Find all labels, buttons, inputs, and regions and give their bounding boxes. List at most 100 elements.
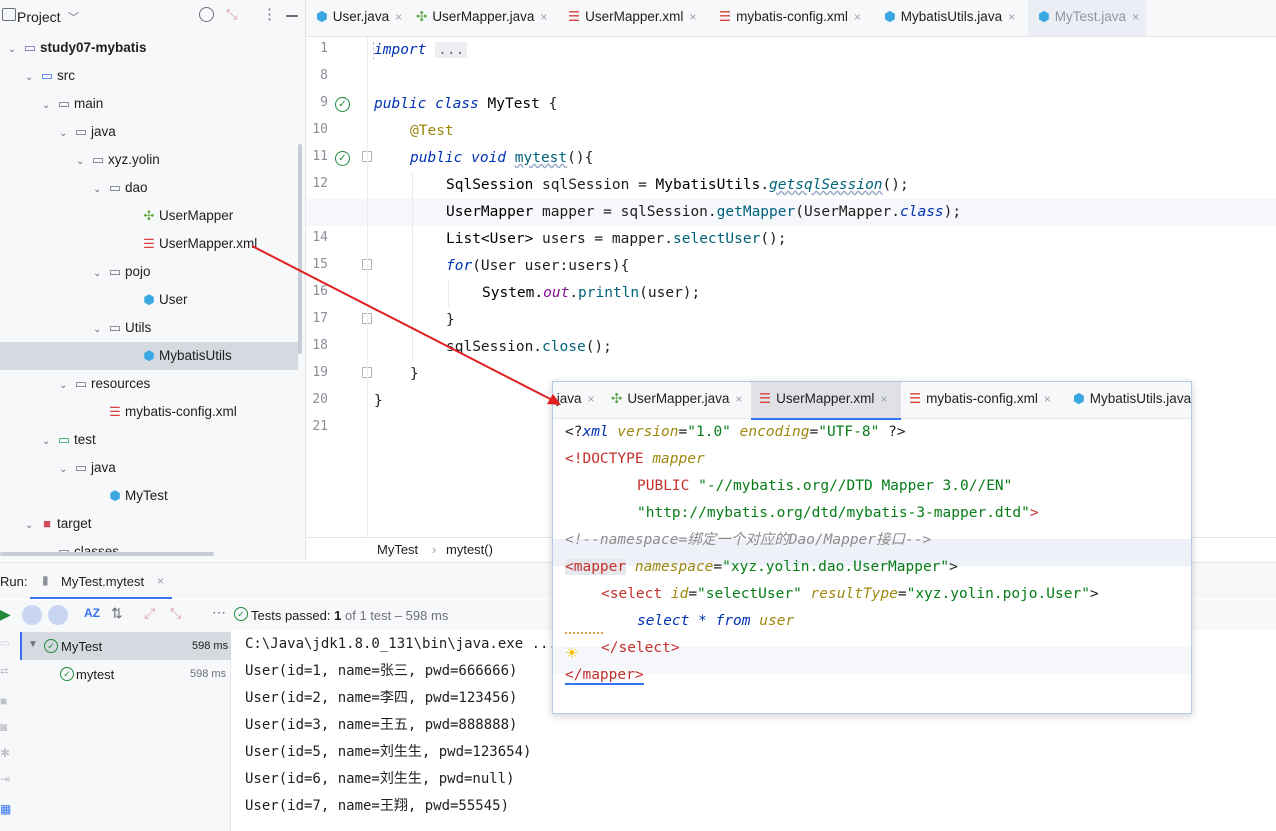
xml-token: "-//mybatis.org//DTD Mapper 3.0//EN" [698, 478, 1013, 494]
tree-item[interactable]: ⌄■target [0, 510, 298, 538]
close-icon[interactable]: × [853, 10, 861, 24]
tree-item[interactable]: ⌄▭src [0, 62, 298, 90]
xml-line: select * from user [637, 608, 794, 635]
rerun-icon[interactable]: ▶ [0, 606, 11, 622]
code-line-19: } [410, 361, 419, 388]
run-test-icon[interactable]: ✓ [335, 97, 350, 112]
popup-tab[interactable]: ✣UserMapper.java× [603, 382, 751, 418]
hide-panel-icon[interactable] [286, 15, 298, 17]
code-token: selectUser [673, 231, 761, 247]
breadcrumb-method[interactable]: mytest() [446, 542, 493, 557]
more-icon[interactable]: ⋯ [212, 604, 226, 620]
show-ignored-icon[interactable] [48, 605, 68, 625]
tree-item[interactable]: ⌄▭main [0, 90, 298, 118]
close-icon[interactable]: × [880, 392, 888, 406]
editor-tab[interactable]: ⬢User.java× [306, 0, 406, 36]
close-icon[interactable]: × [735, 392, 743, 406]
tree-item[interactable]: ⌄▭Utils [0, 314, 298, 342]
exit-icon[interactable]: ⇥ [0, 772, 11, 786]
camera-icon[interactable]: ◙ [0, 720, 8, 734]
options-menu-icon[interactable]: ⋮ [262, 6, 277, 23]
chevron-down-icon[interactable]: ⌄ [42, 436, 51, 447]
chevron-down-icon[interactable]: ⌄ [93, 268, 102, 279]
run-test-icon[interactable]: ✓ [335, 151, 350, 166]
tree-item[interactable]: ⌄▭pojo [0, 258, 298, 286]
chevron-down-icon[interactable]: ⌄ [25, 72, 34, 83]
editor-tab[interactable]: ⬢MyTest.java× [1028, 0, 1146, 36]
tree-vertical-scrollbar[interactable] [298, 144, 302, 354]
close-icon[interactable]: × [1132, 10, 1140, 24]
breadcrumb-class[interactable]: MyTest [377, 542, 419, 557]
tree-item[interactable]: ☰UserMapper.xml [0, 230, 298, 258]
chevron-down-icon[interactable]: ⌄ [59, 464, 68, 475]
editor-tab[interactable]: ✣UserMapper.java× [406, 0, 558, 36]
tree-item[interactable]: ⌄▭test [0, 426, 298, 454]
collapse-all-icon[interactable]: ⤡ [226, 6, 238, 22]
popup-tab[interactable]: ☰UserMapper.xml× [751, 382, 901, 420]
popup-tab[interactable]: ⬢MybatisUtils.java [1065, 382, 1191, 418]
chevron-down-icon[interactable]: ⌄ [8, 44, 17, 55]
sort-duration-icon[interactable]: ⇅ [111, 605, 123, 621]
close-icon[interactable]: × [540, 10, 548, 24]
close-icon[interactable]: × [395, 10, 403, 24]
package-icon: ▭ [91, 152, 105, 167]
chevron-down-icon[interactable]: ⌄ [93, 324, 102, 335]
chevron-down-icon[interactable]: ﹀ [68, 12, 79, 24]
collapse-all-icon[interactable]: ⤡ [170, 605, 182, 621]
editor-tab[interactable]: ☰mybatis-config.xml× [709, 0, 874, 36]
sort-alpha-icon[interactable]: AZ [84, 606, 100, 620]
toggle-icon[interactable]: ▭ [0, 638, 10, 649]
chevron-down-icon[interactable]: ⌄ [59, 380, 68, 391]
code-token: { [548, 96, 558, 112]
editor-tab[interactable]: ☰UserMapper.xml× [558, 0, 709, 36]
tree-horizontal-scrollbar[interactable] [0, 552, 214, 556]
code-token: } [410, 366, 419, 382]
chevron-down-icon[interactable]: ⌄ [76, 156, 85, 167]
tree-item[interactable]: ⌄▭study07-mybatis [0, 34, 298, 62]
console-line: User(id=1, name=张三, pwd=666666) [245, 663, 518, 679]
chevron-down-icon[interactable]: ⌄ [25, 520, 34, 531]
chevron-down-icon[interactable]: ⌄ [42, 100, 51, 111]
locate-icon[interactable] [199, 7, 214, 22]
close-icon[interactable]: × [157, 574, 165, 588]
fold-marker [373, 42, 377, 60]
tree-item[interactable]: ⌄▭java [0, 454, 298, 482]
chevron-down-icon[interactable]: ⌄ [59, 128, 68, 139]
code-line-1: import ... [374, 37, 468, 64]
tree-item[interactable]: ⬢MybatisUtils [0, 342, 298, 370]
close-icon[interactable]: × [1043, 392, 1051, 406]
tree-item[interactable]: ✣UserMapper [0, 202, 298, 230]
stop-icon[interactable]: ■ [0, 694, 8, 708]
bug-icon[interactable]: ✱ [0, 746, 11, 760]
tree-item[interactable]: ⌄▭resources [0, 370, 298, 398]
tree-item[interactable]: ☰mybatis-config.xml [0, 398, 298, 426]
layout-icon[interactable]: ▦ [0, 802, 12, 816]
console-line: C:\Java\jdk1.8.0_131\bin\java.exe ... [245, 636, 557, 652]
close-icon[interactable]: × [587, 392, 595, 406]
tree-item[interactable]: ⬢MyTest [0, 482, 298, 510]
close-icon[interactable]: × [1008, 10, 1016, 24]
tree-item[interactable]: ⌄▭dao [0, 174, 298, 202]
popup-tab[interactable]: .java× [553, 382, 603, 418]
xml-token: <select [601, 586, 663, 602]
intention-bulb-icon[interactable]: ☀ [565, 645, 579, 662]
close-icon[interactable]: × [689, 10, 697, 24]
tree-item-label: UserMapper.xml [159, 236, 258, 251]
chevron-down-icon[interactable]: ⌄ [93, 184, 102, 195]
tree-item[interactable]: ⬢User [0, 286, 298, 314]
line-number: 20 [312, 392, 328, 407]
run-tab[interactable]: ▮ MyTest.mytest × [30, 563, 172, 599]
test-row-selected[interactable]: ▼ ✓ MyTest 598 ms [20, 632, 232, 660]
expand-all-icon[interactable]: ⤢ [144, 605, 156, 621]
project-panel-title[interactable]: Project [17, 9, 61, 25]
popup-tab[interactable]: ☰mybatis-config.xml× [901, 382, 1065, 418]
import-icon[interactable]: ⇄ [0, 666, 9, 677]
folded-imports[interactable]: ... [435, 42, 468, 58]
tree-item[interactable]: ⌄▭java [0, 118, 298, 146]
show-passed-icon[interactable] [22, 605, 42, 625]
test-row[interactable]: ✓ mytest 598 ms [20, 660, 230, 688]
line-number: 21 [312, 419, 328, 434]
editor-tab[interactable]: ⬢MybatisUtils.java× [874, 0, 1028, 36]
tree-item[interactable]: ⌄▭xyz.yolin [0, 146, 298, 174]
chevron-down-icon[interactable]: ▼ [28, 639, 38, 650]
